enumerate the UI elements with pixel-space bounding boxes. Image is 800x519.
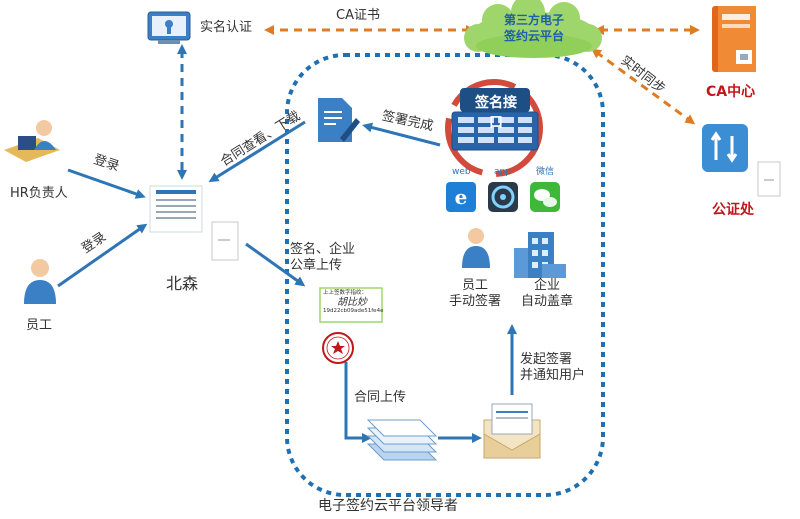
employee-label: 员工	[26, 318, 53, 333]
sign-api-icon	[445, 79, 543, 177]
leader-label: 电子签约云平台领导者	[318, 498, 458, 514]
upload-sig-line2: 公章上传	[290, 258, 343, 274]
company-auto-line1: 企业	[533, 278, 560, 293]
initiate-label: 发起签署 并通知用户	[520, 352, 585, 385]
contract-upload-label: 合同上传	[354, 390, 407, 405]
notary-label: 公证处	[712, 202, 754, 218]
employee-manual-line2: 手动签署	[448, 294, 501, 310]
monitor-icon	[147, 11, 191, 44]
channel-web-label: web	[452, 167, 471, 177]
upload-sig-line1: 签名、企业	[290, 242, 356, 257]
signature-card-text: 上上签数字指纹： 胡比妙 19d22cb09ade51fe4e	[323, 290, 384, 315]
login-arrow-hr	[67, 168, 146, 199]
contract-upload-arrow	[344, 362, 372, 443]
hr-person-icon	[4, 120, 60, 162]
app-icon	[488, 182, 518, 212]
sig-card-script: 胡比妙	[337, 296, 367, 308]
svg-text:e: e	[455, 185, 468, 209]
contract-view-arrow	[208, 120, 306, 183]
envelope-icon	[483, 403, 541, 459]
hr-label: HR负责人	[10, 186, 68, 201]
ca-center-label: CA中心	[706, 84, 756, 100]
contract-doc-icon	[318, 98, 360, 142]
realtime-sync-flow	[591, 48, 696, 125]
signature-card	[319, 287, 383, 323]
company-auto-label: 企业 自动盖章	[512, 278, 582, 311]
seal-icon	[322, 332, 354, 364]
upload-sig-label: 签名、企业 公章上传	[290, 242, 355, 275]
sig-card-hash: 19d22cb09ade51fe4e	[323, 307, 384, 314]
channel-wechat-label: 微信	[536, 167, 555, 177]
document-stack-icon	[366, 419, 438, 461]
wechat-icon	[530, 182, 560, 212]
sign-api-label: 签名接口	[475, 95, 517, 131]
employee-manual-label: 员工 手动签署	[440, 278, 510, 311]
web-icon: e	[446, 182, 476, 212]
initiate-line1: 发起签署	[520, 352, 573, 367]
employee-icon	[24, 259, 56, 304]
employee-manual-line1: 员工	[461, 278, 488, 293]
cloud-icon	[464, 0, 602, 58]
beisen-icon	[149, 185, 239, 261]
login-arrow-employee	[57, 223, 148, 288]
company-icon	[514, 232, 566, 278]
sign-done-arrow	[362, 122, 441, 147]
ca-server-icon	[712, 6, 756, 72]
cloud-label-line2: 签约云平台	[503, 29, 564, 44]
cloud-label-line1: 第三方电子	[503, 13, 564, 27]
upload-sig-arrow	[245, 242, 306, 287]
initiate-line2: 并通知用户	[520, 368, 586, 384]
employee-sign-icon	[462, 228, 490, 268]
beisen-label: 北森	[166, 274, 199, 293]
notary-icon	[702, 124, 781, 197]
platform-boundary	[285, 53, 605, 497]
real-name-label: 实名认证	[200, 20, 253, 35]
company-auto-line2: 自动盖章	[520, 294, 573, 310]
sig-card-title: 上上签数字指纹：	[323, 290, 368, 296]
channel-app-label: app	[494, 167, 511, 177]
ca-cert-label: CA证书	[336, 8, 380, 23]
cloud-label: 第三方电子 签约云平台	[490, 12, 578, 44]
